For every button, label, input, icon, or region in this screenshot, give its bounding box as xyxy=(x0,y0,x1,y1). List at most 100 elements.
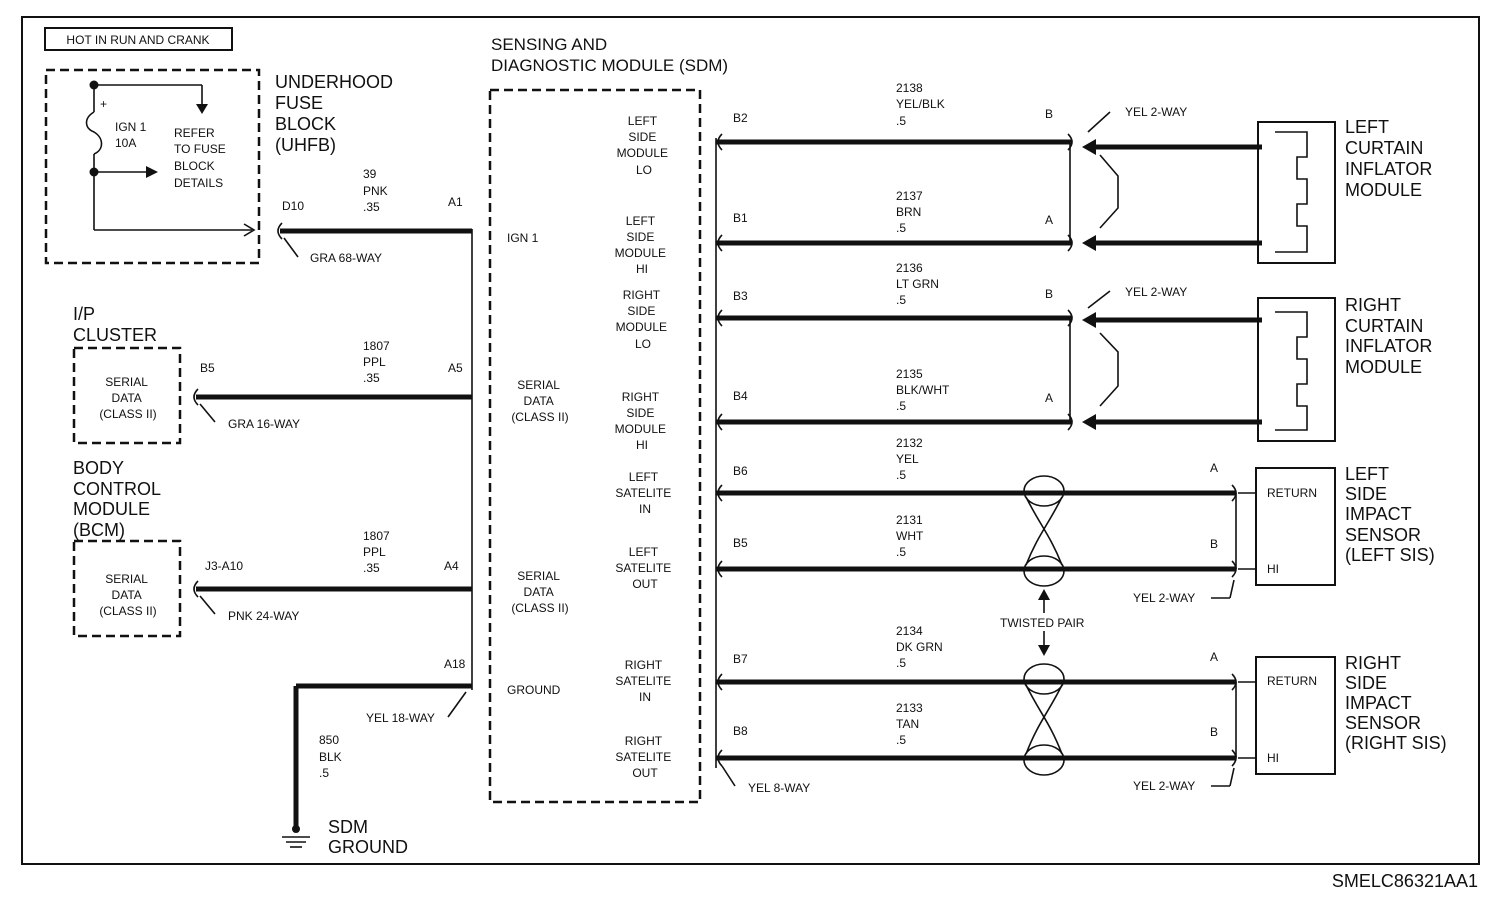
pin-b6: B6 xyxy=(733,464,748,478)
shorting-bar-left xyxy=(1099,154,1119,229)
uhfb-connector-leader xyxy=(283,237,299,258)
ground-connector: YEL 18-WAY xyxy=(366,711,435,725)
pin-b7-end: A xyxy=(1210,650,1218,664)
wire-39-label: 39 PNK .35 xyxy=(363,167,391,214)
ground-label: SDM GROUND xyxy=(328,817,408,857)
connector-label-3: YEL 2-WAY xyxy=(1133,591,1195,605)
right-sis-box xyxy=(1255,656,1336,775)
bcm-box xyxy=(72,539,182,638)
uhfb-title: UNDERHOOD FUSE BLOCK (UHFB) xyxy=(275,72,398,155)
pin-b5: B5 xyxy=(733,536,748,550)
drawing-code: SMELC86321AA1 xyxy=(1332,871,1478,891)
right-sis-title: RIGHT SIDE IMPACT SENSOR (RIGHT SIS) xyxy=(1345,653,1447,753)
connector-leader-3b xyxy=(1229,579,1235,599)
sdm-left-label-ground: GROUND xyxy=(507,683,561,697)
note-text: HOT IN RUN AND CRANK xyxy=(66,33,209,47)
pin-a4: A4 xyxy=(444,559,459,573)
bcm-pin: J3-A10 xyxy=(205,559,243,573)
connector-label-1: YEL 2-WAY xyxy=(1125,105,1187,119)
pin-b7: B7 xyxy=(733,652,748,666)
connector-leader-2 xyxy=(1087,290,1111,309)
pin-b2-end: B xyxy=(1045,107,1053,121)
pin-b4: B4 xyxy=(733,389,748,403)
ip-connector-mark xyxy=(193,388,199,406)
ground-icon xyxy=(282,825,310,848)
sdm-right-label-left-side-hi: LEFT SIDE MODULE HI xyxy=(615,214,670,276)
right-sis-hi: HI xyxy=(1267,751,1279,765)
uhfb-arrow-down-head xyxy=(196,104,208,114)
sdm-left-label-ign: IGN 1 xyxy=(507,231,539,245)
pin-b8: B8 xyxy=(733,724,748,738)
fuse-plus: + xyxy=(100,97,107,111)
right-sis-return: RETURN xyxy=(1267,674,1317,688)
wire-1807-a5-label: 1807 PPL .35 xyxy=(363,339,393,385)
connector-leader-4b xyxy=(1229,767,1235,787)
sdm-right-label-left-sat-out: LEFT SATELITE OUT xyxy=(615,545,674,591)
uhfb-connector-mark xyxy=(277,222,283,240)
uhfb-lead-out-head xyxy=(243,223,256,237)
pin-b8-end: B xyxy=(1210,725,1218,739)
uhfb-box xyxy=(44,68,261,265)
left-sis-return: RETURN xyxy=(1267,486,1317,500)
right-curtain-inflator-title: RIGHT CURTAIN INFLATOR MODULE xyxy=(1345,295,1437,377)
ip-cluster-title: I/P CLUSTER xyxy=(73,304,157,345)
twisted-pair-arrows xyxy=(1038,589,1050,656)
twisted-pair-icon-upper xyxy=(1023,475,1065,587)
sdm-right-label-left-sat-in: LEFT SATELITE IN xyxy=(615,470,674,516)
left-sis-hi: HI xyxy=(1267,562,1279,576)
left-curtain-inflator-title: LEFT CURTAIN INFLATOR MODULE xyxy=(1345,117,1437,200)
left-sis-box xyxy=(1255,467,1336,586)
sdm-connector-marks xyxy=(717,133,723,767)
ip-cluster-box xyxy=(72,346,182,445)
bcm-connector-leader xyxy=(199,595,216,615)
wire-1807-a4-label: 1807 PPL .35 xyxy=(363,529,393,575)
connector-leader-1 xyxy=(1087,111,1111,133)
sdm-title: SENSING AND DIAGNOSTIC MODULE (SDM) xyxy=(491,35,728,75)
sdm-right-label-right-sat-in: RIGHT SATELITE IN xyxy=(615,658,674,704)
sdm-right-label-right-sat-out: RIGHT SATELITE OUT xyxy=(615,734,674,780)
uhfb-connector: GRA 68-WAY xyxy=(310,251,382,265)
bcm-connector: PNK 24-WAY xyxy=(228,609,299,623)
twisted-pair-label: TWISTED PAIR xyxy=(1000,616,1085,630)
wire-2135-label: 2135 BLK/WHT .5 xyxy=(896,367,952,413)
pin-a18: A18 xyxy=(444,657,466,671)
wire-2133-label: 2133 TAN .5 xyxy=(896,701,926,747)
bcm-inner: SERIAL DATA (CLASS II) xyxy=(99,572,156,618)
uhfb-pin: D10 xyxy=(282,199,304,213)
fuse-icon xyxy=(85,111,103,155)
sdm-left-label-serial-1: SERIAL DATA (CLASS II) xyxy=(511,378,568,424)
pin-a5: A5 xyxy=(448,361,463,375)
wire-2136-label: 2136 LT GRN .5 xyxy=(896,261,942,307)
pin-b4-end: A xyxy=(1045,391,1053,405)
bcm-title: BODY CONTROL MODULE (BCM) xyxy=(73,458,165,540)
pin-b1: B1 xyxy=(733,211,748,225)
shorting-bar-right xyxy=(1099,332,1119,407)
note-box xyxy=(44,27,233,51)
pin-a1: A1 xyxy=(448,195,463,209)
connector-label-4: YEL 2-WAY xyxy=(1133,779,1195,793)
wire-2132-label: 2132 YEL .5 xyxy=(896,436,926,482)
pin-b5-end: B xyxy=(1210,537,1218,551)
wire-2137-label: 2137 BRN .5 xyxy=(896,189,926,235)
ip-cluster-pin: B5 xyxy=(200,361,215,375)
left-curtain-inflator-icon xyxy=(1257,121,1336,264)
right-curtain-inflator-icon xyxy=(1257,297,1336,442)
curtain-connector-marks xyxy=(1067,133,1073,431)
pin-b1-end: A xyxy=(1045,213,1053,227)
pin-b3-end: B xyxy=(1045,287,1053,301)
sdm-right-label-right-side-hi: RIGHT SIDE MODULE HI xyxy=(615,390,670,452)
sdm-connector: YEL 8-WAY xyxy=(748,781,810,795)
wire-2134-label: 2134 DK GRN .5 xyxy=(896,624,946,670)
ip-cluster-inner: SERIAL DATA (CLASS II) xyxy=(99,375,156,421)
ground-connector-leader xyxy=(447,691,467,718)
sdm-right-label-left-side-lo: LEFT SIDE MODULE LO xyxy=(617,114,672,177)
uhfb-arrow-right-head xyxy=(146,166,158,178)
pin-b6-end: A xyxy=(1210,461,1218,475)
ip-connector-leader xyxy=(199,403,216,423)
diagram-frame xyxy=(21,16,1480,865)
connector-label-2: YEL 2-WAY xyxy=(1125,285,1187,299)
pin-b2: B2 xyxy=(733,111,748,125)
sdm-connector-leader xyxy=(721,765,736,787)
left-sis-title: LEFT SIDE IMPACT SENSOR (LEFT SIS) xyxy=(1345,464,1435,565)
